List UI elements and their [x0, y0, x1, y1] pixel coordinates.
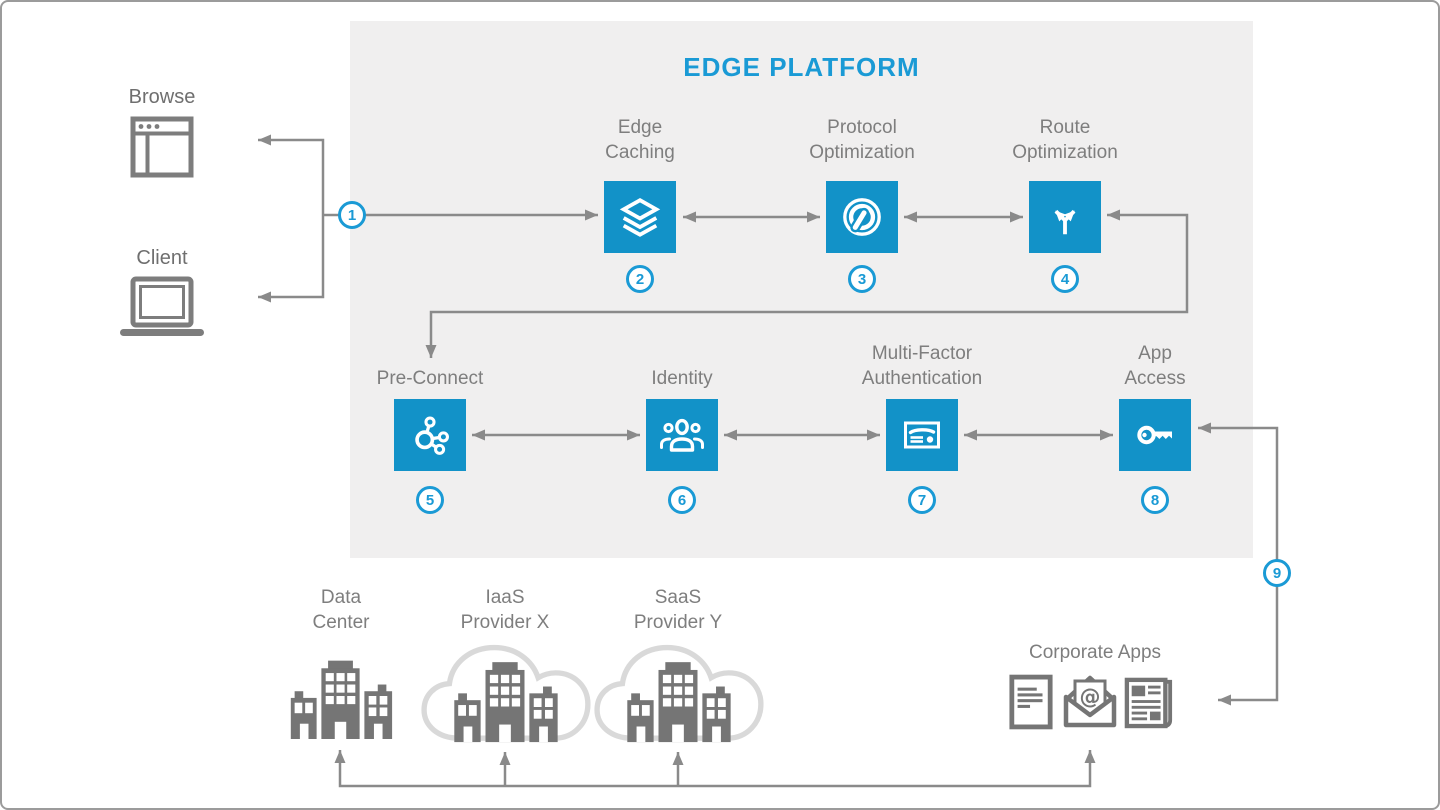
- iaas-cloud-buildings-icon: [412, 629, 598, 751]
- app-access-label: App Access: [1124, 343, 1186, 389]
- step-number: 4: [1060, 270, 1070, 288]
- identity-label: Identity: [651, 368, 713, 389]
- saas-cloud-buildings-icon: [585, 629, 771, 751]
- step-number: 9: [1272, 564, 1282, 582]
- diagram-title: EDGE PLATFORM: [683, 52, 920, 82]
- document-icon: [1008, 674, 1054, 735]
- step-circle-2: 2: [626, 265, 654, 293]
- newspaper-icon: [1124, 674, 1174, 735]
- email-icon: @: [1061, 672, 1119, 735]
- arrow-bottom-bus: [334, 750, 1096, 788]
- step-number: 1: [347, 206, 357, 224]
- data-center-label: Data Center: [312, 587, 370, 633]
- step-circle-4: 4: [1051, 265, 1079, 293]
- data-center-buildings-icon: [283, 653, 398, 744]
- saas-provider-label: SaaS Provider Y: [633, 587, 723, 633]
- svg-text:@: @: [1080, 685, 1101, 709]
- corporate-apps-label: Corporate Apps: [1028, 642, 1162, 663]
- layers-icon: [604, 181, 676, 253]
- route-optimization-label: Route Optimization: [1012, 117, 1118, 163]
- step-circle-5: 5: [416, 486, 444, 514]
- edge-caching-label: Edge Caching: [605, 117, 675, 163]
- browse-label: Browse: [128, 86, 196, 108]
- client-label: Client: [136, 247, 188, 269]
- network-hub-icon: [394, 399, 466, 471]
- step-circle-6: 6: [668, 486, 696, 514]
- step-circle-9: 9: [1263, 559, 1291, 587]
- multi-factor-authentication-label: Multi-Factor Authentication: [861, 343, 983, 389]
- step-number: 6: [677, 491, 687, 509]
- key-icon: [1119, 399, 1191, 471]
- gauge-icon: [826, 181, 898, 253]
- laptop-icon: [119, 276, 205, 343]
- step-circle-1: 1: [338, 201, 366, 229]
- protocol-optimization-label: Protocol Optimization: [809, 117, 915, 163]
- people-group-icon: [646, 399, 718, 471]
- step-circle-3: 3: [848, 265, 876, 293]
- arrow-route-to-preconnect: [425, 209, 1189, 358]
- step-number: 8: [1150, 491, 1160, 509]
- step-number: 7: [917, 491, 927, 509]
- iaas-provider-label: IaaS Provider X: [460, 587, 550, 633]
- arrow-to-browse-client: [258, 134, 325, 303]
- browser-window-icon: [130, 116, 194, 183]
- step-number: 5: [425, 491, 435, 509]
- pre-connect-label: Pre-Connect: [376, 368, 484, 389]
- step-number: 3: [857, 270, 867, 288]
- route-split-icon: [1029, 181, 1101, 253]
- step-circle-7: 7: [908, 486, 936, 514]
- step-circle-8: 8: [1141, 486, 1169, 514]
- step-number: 2: [635, 270, 645, 288]
- certificate-icon: [886, 399, 958, 471]
